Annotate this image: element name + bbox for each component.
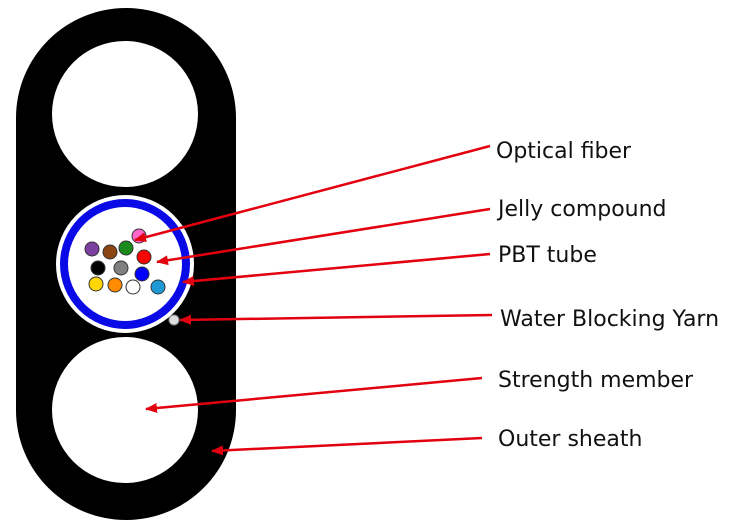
strength-member-top: [52, 41, 198, 187]
outer-sheath-leader: [211, 436, 483, 456]
outer-sheath-label: Outer sheath: [498, 427, 642, 452]
water-blocking-yarn: [168, 314, 180, 326]
water-blocking-yarn-leader: [179, 313, 493, 325]
optical-fiber: [84, 241, 100, 257]
optical-fiber: [88, 276, 104, 292]
optical-fiber: [134, 266, 150, 282]
water-blocking-yarn-label: Water Blocking Yarn: [500, 307, 719, 332]
optical-fiber: [118, 240, 134, 256]
optical-fiber: [150, 279, 166, 295]
optical-fiber-leader: [134, 144, 491, 243]
pbt-tube-leader: [182, 252, 491, 286]
pbt-tube-label: PBT tube: [498, 243, 597, 268]
optical-fiber-bundle: [84, 228, 166, 295]
optical-fiber: [131, 228, 147, 244]
jelly-compound-leader: [156, 207, 491, 266]
optical-fiber: [102, 244, 118, 260]
optical-fiber: [136, 249, 152, 265]
strength-member-bottom: [52, 337, 198, 483]
optical-fiber: [125, 279, 141, 295]
strength-member-leader: [145, 376, 483, 413]
optical-fiber: [107, 277, 123, 293]
optical-fiber-label: Optical fiber: [496, 139, 632, 164]
strength-member-label: Strength member: [498, 368, 694, 393]
jelly-compound-label: Jelly compound: [496, 197, 667, 222]
optical-fiber: [113, 260, 129, 276]
optical-fiber: [90, 260, 106, 276]
